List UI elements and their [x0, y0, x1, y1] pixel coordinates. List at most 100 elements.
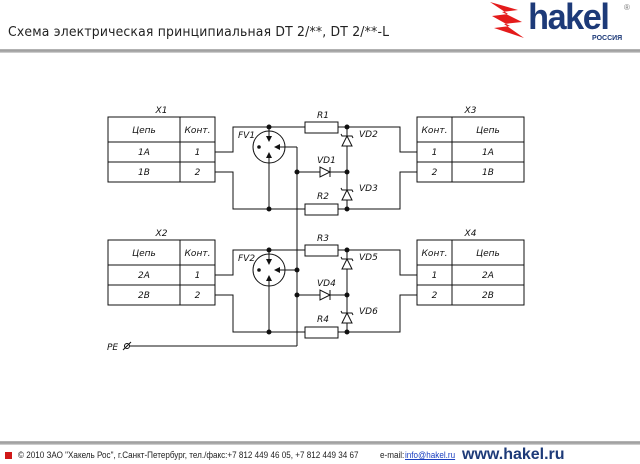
diode-label: VD2: [359, 130, 378, 140]
arrester-dot: [257, 145, 261, 149]
diode-label: VD1: [317, 156, 336, 166]
table-cell: 1A: [482, 148, 494, 158]
wire: [215, 294, 305, 333]
table-cell: 1B: [138, 168, 150, 178]
diode-triangle: [341, 188, 353, 201]
junction-dot: [266, 124, 272, 130]
resistor-label: R4: [317, 315, 329, 325]
diode-triangle: [341, 257, 353, 270]
table-cell: 2A: [138, 271, 150, 281]
surge-arrester-fv1: [252, 130, 286, 164]
resistor-r4: [304, 326, 339, 339]
table-frame: [416, 239, 525, 306]
lightning-icon: [490, 2, 524, 38]
diode-bar: [340, 187, 354, 193]
block-label: X4: [464, 229, 477, 239]
resistor-label: R2: [317, 192, 329, 202]
table-cell: 2: [432, 291, 438, 301]
arrester-dot: [257, 268, 261, 272]
website-link[interactable]: www.hakel.ru: [462, 446, 565, 463]
footer-copyright: © 2010 ЗАО "Хакель Рос", г.Санкт-Петербу…: [18, 450, 359, 460]
wire: [215, 171, 305, 210]
registered-mark: ®: [624, 3, 630, 12]
junction-dot: [266, 206, 272, 212]
diode-bar: [340, 310, 354, 316]
column-header: Конт.: [185, 249, 211, 259]
diode-label: VD4: [317, 279, 336, 289]
table-frame: [107, 116, 216, 183]
wire: [338, 126, 417, 153]
table-cell: 2: [195, 168, 201, 178]
diode-vd6: [340, 310, 354, 324]
column-header: Цепь: [132, 126, 156, 136]
logo-country: РОССИЯ: [592, 35, 623, 42]
footer-divider: [0, 441, 640, 445]
junction-dot: [266, 329, 272, 335]
diode-vd1: [319, 166, 332, 178]
table-cell: 2: [432, 168, 438, 178]
pe-terminal: PE: [107, 341, 297, 353]
table-cell: 2B: [482, 291, 494, 301]
diode-label: VD3: [359, 184, 378, 194]
pe-label: PE: [107, 343, 118, 353]
footer-bullet-icon: [5, 452, 12, 459]
table-cell: 1: [432, 148, 438, 158]
junction-dot: [266, 247, 272, 253]
diode-label: VD5: [359, 253, 378, 263]
resistor-r3: [304, 244, 339, 257]
email-label: e-mail:: [380, 450, 405, 460]
column-header: Цепь: [476, 249, 500, 259]
page-title: Схема электрическая принципиальная DT 2/…: [8, 24, 390, 40]
footer: © 2010 ЗАО "Хакель Рос", г.Санкт-Петербу…: [0, 446, 640, 463]
table-cell: 1A: [138, 148, 150, 158]
diode-bar: [340, 133, 354, 139]
diode-triangle: [341, 311, 353, 324]
resistor-r2: [304, 203, 339, 216]
table-cell: 2: [195, 291, 201, 301]
column-header: Конт.: [422, 249, 448, 259]
table-frame: [416, 116, 525, 183]
email-link[interactable]: info@hakel.ru: [405, 450, 456, 460]
column-header: Цепь: [132, 249, 156, 259]
diode-label: VD6: [359, 307, 378, 317]
diode-vd3: [340, 187, 354, 201]
diode-vd2: [340, 133, 354, 147]
arrester-label: FV2: [238, 254, 255, 264]
block-label: X1: [155, 106, 168, 116]
block-label: X2: [155, 229, 168, 239]
diode-triangle: [341, 134, 353, 147]
resistor-r1: [304, 121, 339, 134]
resistor-label: R1: [317, 111, 329, 121]
column-header: Конт.: [422, 126, 448, 136]
table-cell: 1: [432, 271, 438, 281]
table-cell: 1: [195, 148, 201, 158]
logo-word: hakel: [528, 0, 610, 37]
arrester-label: FV1: [238, 131, 255, 141]
column-header: Конт.: [185, 126, 211, 136]
diode-triangle: [319, 289, 332, 301]
resistor-label: R3: [317, 234, 329, 244]
column-header: Цепь: [476, 126, 500, 136]
table-cell: 2A: [482, 271, 494, 281]
table-cell: 1: [195, 271, 201, 281]
diode-bar: [340, 256, 354, 262]
header-divider: [0, 49, 640, 53]
diode-vd5: [340, 256, 354, 270]
diode-triangle: [319, 166, 332, 178]
surge-arrester-fv2: [252, 253, 286, 287]
wire: [338, 249, 417, 276]
block-label: X3: [464, 106, 477, 116]
diode-vd4: [319, 289, 332, 301]
table-cell: 1B: [482, 168, 494, 178]
hakel-logo[interactable]: hakel РОССИЯ ®: [488, 0, 640, 46]
wire: [338, 294, 417, 333]
wire: [338, 171, 417, 210]
table-cell: 2B: [138, 291, 150, 301]
